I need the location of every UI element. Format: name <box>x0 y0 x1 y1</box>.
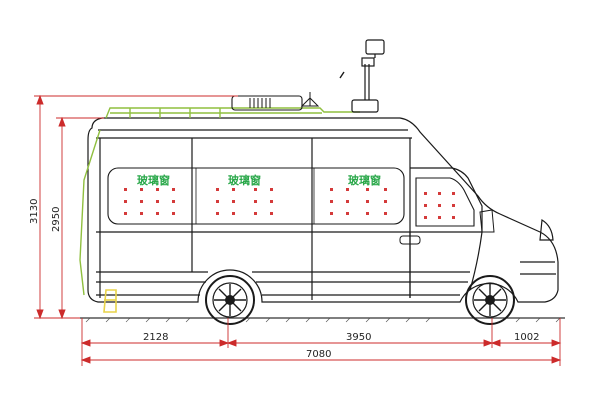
door-handle <box>399 235 421 245</box>
van-body <box>87 117 559 303</box>
dim-overall-height <box>34 94 238 320</box>
window-label: 玻璃窗 <box>348 173 381 187</box>
dim-segments <box>80 318 562 366</box>
dim-body-height-label: 2950 <box>51 207 62 232</box>
window-label: 玻璃窗 <box>137 173 170 187</box>
roof-rail <box>105 107 360 119</box>
window-label: 玻璃窗 <box>228 173 261 187</box>
window-markers <box>124 188 455 219</box>
cab-window <box>415 177 475 227</box>
dim-wheelbase-label: 3950 <box>346 332 371 343</box>
camera-mast <box>351 39 385 113</box>
rear-ladder <box>79 129 101 296</box>
side-mirror <box>479 209 495 233</box>
dim-overall-length-label: 7080 <box>306 349 331 360</box>
side-window <box>107 167 405 225</box>
roof-ac-unit <box>231 95 303 111</box>
dim-rear-overhang-label: 1002 <box>514 332 539 343</box>
ac-vents <box>249 98 271 108</box>
dim-overall-length <box>80 356 562 364</box>
front-wheel <box>465 275 515 325</box>
ground-hatch <box>85 317 561 323</box>
dim-body-height <box>56 116 104 320</box>
roof-bracket <box>300 92 320 107</box>
dim-front-overhang-label: 2128 <box>143 332 168 343</box>
antenna-mark <box>339 71 345 79</box>
rear-step <box>103 289 117 313</box>
rear-wheel <box>205 275 255 325</box>
dim-overall-height-label: 3130 <box>29 199 40 224</box>
